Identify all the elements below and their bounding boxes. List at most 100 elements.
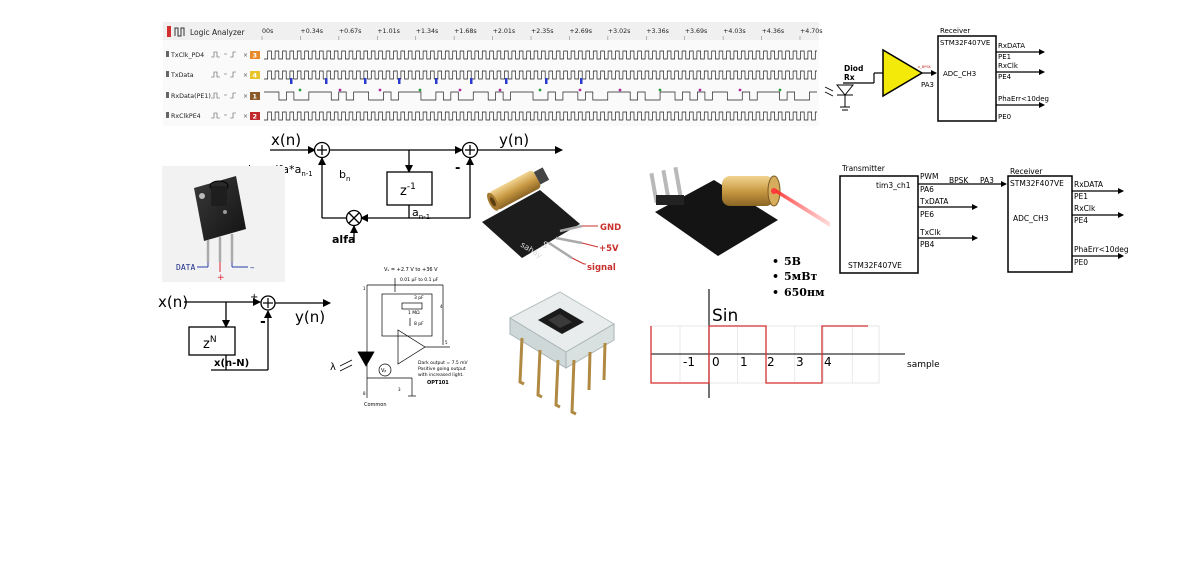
receiver-top-mcu: STM32F407VE [940,39,990,47]
comb-output-label: y(n) [295,308,325,326]
receiver-top-block: Receiver STM32F407VE ADC_CH3 RxDATAPE1Rx… [937,27,1049,122]
channel-name: TxClk_PD4 [170,52,204,59]
opt101-pin-8: 8 [363,391,366,396]
channel-grip-icon[interactable] [166,71,169,77]
opt101-note-3: with increased light. [418,372,464,378]
receiver-mid-pin: PE0 [1074,258,1088,267]
transmitter-receiver-diagram: Transmitter tim3_ch1 STM32F407VE PWMPA6T… [839,164,1129,274]
close-icon[interactable]: × [243,93,248,100]
opt101-vb-source-icon [378,363,392,377]
laser-head-icon [487,167,550,211]
channel-name: RxClkPE4 [171,113,201,120]
laser-module-photo: sahay S GND +5V signal [482,167,621,273]
opt101-vb: Vᵦ [381,368,386,374]
decoded-marker [505,78,508,84]
close-icon[interactable]: × [243,113,248,120]
waveform-txclk [264,50,817,60]
trigger-icon[interactable] [211,92,236,99]
iir-input-label: x(n) [271,131,301,149]
decoded-marker [435,78,438,84]
opt101-light-ray-2 [339,364,353,372]
sample-dot [698,88,702,92]
laser-specs: • 5В • 5мВт • 650нм [772,255,825,299]
logic-analyzer-title: Logic Analyzer [190,28,246,37]
decoded-marker [470,78,473,84]
opt101-common: Common [364,402,387,408]
time-tick-label: +0.34s [300,28,323,35]
chip-leg-5 [587,351,592,391]
waveform-txdata [264,70,817,80]
sample-dot [338,88,342,92]
chart-xlabel: sample [907,360,940,370]
transmitter-title: Transmitter [841,164,886,173]
waveforms [264,50,817,121]
comb-minus: - [260,314,266,330]
decoded-marker [398,78,401,84]
channel-grip-icon[interactable] [166,51,169,57]
rx-amplifier-diagram: Diod Rx x_BPSK PA3 [824,48,937,111]
waveform-rxclk [264,111,817,121]
time-tick-label: +1.34s [416,28,439,35]
comb-delayed-label: x(n-N) [214,358,249,369]
opt101-note-2: Positive going output [418,366,466,372]
receiver-top-pin: PE0 [998,113,1011,121]
close-icon[interactable]: × [243,72,248,79]
sensor-data-label: DATA [176,263,195,272]
close-icon[interactable]: × [243,52,248,59]
spec-bullet-2: • [772,270,779,283]
channel-name: RxData(PE1) [171,93,211,100]
time-tick-label: 00s [262,28,273,35]
transmitter-signal: PWM [920,172,938,181]
receiver-top-signal: PhaErr<10deg [998,95,1049,103]
spec-power: 5мВт [784,270,818,283]
time-tick-label: +1.68s [454,28,477,35]
laser-beam-pin-3 [673,166,683,198]
comb-plus: + [250,292,258,303]
chip-package-front [565,323,615,369]
chip-leg-3 [554,359,561,409]
receiver-top-pin: PE4 [998,73,1012,81]
chart-tick-label: 3 [796,355,804,369]
channel-badge-number: 2 [253,113,258,121]
opt101-chip-photo [508,291,615,416]
trigger-icon[interactable] [211,51,236,58]
opt101-pin-4: 4 [440,304,443,309]
laser-signal-label: signal [587,263,616,273]
time-tick-label: +3.02s [608,28,631,35]
opt101-schematic: Vₛ = +2.7 V to +36 V 0.01 µF to 0.1 µF 3… [330,267,469,408]
receiver-mid-signal: RxDATA [1074,180,1104,189]
iir-adder-1-icon [313,141,331,159]
opt101-cap: 0.01 µF to 0.1 µF [400,277,439,283]
transmitter-timer: tim3_ch1 [876,181,911,190]
receiver-mid-signal: RxClk [1074,204,1096,213]
laser-pin-1 [559,224,583,233]
channel-grip-icon[interactable] [166,112,169,118]
chart-tick-label: 2 [767,355,775,369]
laser-vcc-line [581,242,599,248]
channel-grip-icon[interactable] [166,92,169,98]
opt101-pin-5: 5 [445,340,448,345]
sample-dot [658,88,662,92]
sample-dot [778,88,782,92]
receiver-top-box [937,35,997,122]
iir-minus-sign: - [455,161,460,176]
pulse-icon [174,27,185,37]
trigger-icon[interactable] [211,71,236,78]
bpsk-label: BPSK [949,176,969,185]
trigger-icon[interactable] [211,112,236,119]
laser-vcc-label: +5V [599,244,619,254]
chart-tick-label: 1 [740,355,748,369]
time-tick-label: +3.69s [685,28,708,35]
chart-series-line [650,325,868,384]
opt101-resistor-icon [401,302,423,310]
link-pin-label: PA3 [980,176,994,185]
sample-dot [458,88,462,92]
comb-delay-label: zN [203,335,217,352]
iir-output-label: y(n) [499,131,529,149]
receiver-top-signal: RxDATA [998,42,1025,50]
laser-beam-pin-2 [661,169,671,201]
time-tick-label: +4.36s [762,28,785,35]
sample-dot [298,88,302,92]
